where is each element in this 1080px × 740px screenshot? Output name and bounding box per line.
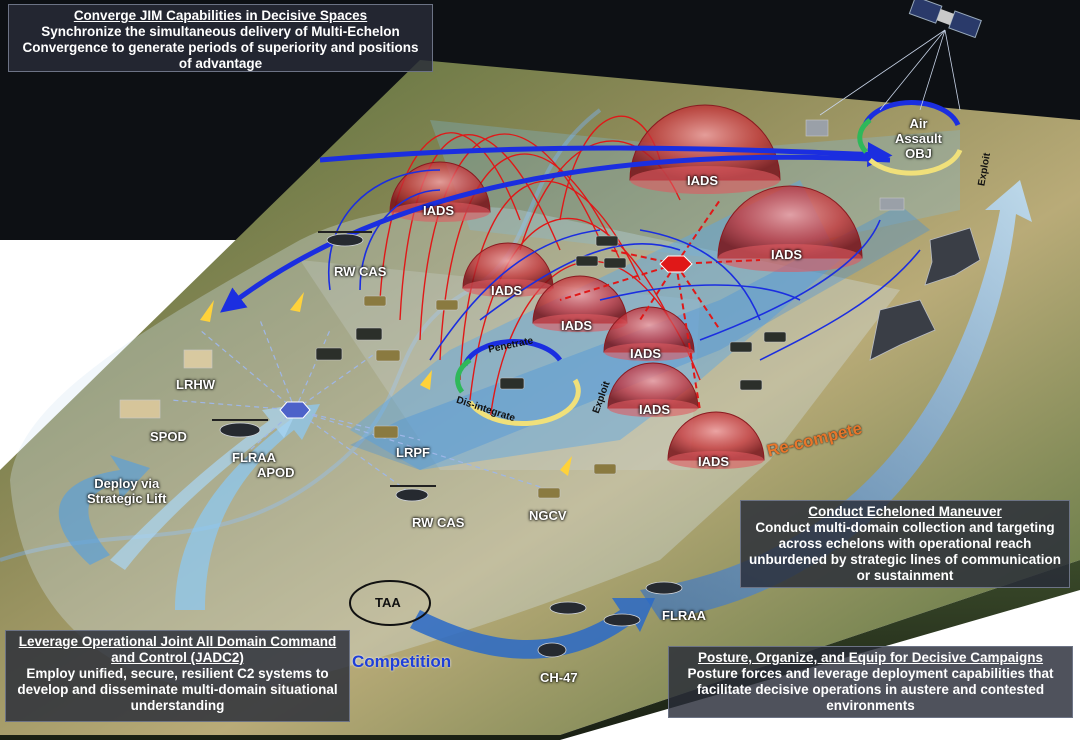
ch47-helicopter-icon [537, 642, 567, 658]
launcher-icon [805, 119, 829, 137]
panel-posture-body: Posture forces and leverage deployment c… [687, 666, 1054, 713]
rw-cas-label: RW CAS [412, 515, 465, 530]
lrpf-launcher-icon [373, 425, 399, 439]
missile-flash-icons [200, 292, 572, 476]
spod-label: SPOD [150, 429, 187, 444]
enemy-artillery-icon [729, 341, 753, 353]
convergence-cycle-center [455, 339, 581, 426]
ngcv-icon [593, 463, 617, 475]
lrhw-launcher-icon [183, 349, 213, 369]
iads-label: IADS [698, 454, 730, 469]
flraa-label: FLRAA [232, 450, 277, 465]
iads-label: IADS [639, 402, 671, 417]
panel-jadc2-body: Employ unified, secure, resilient C2 sys… [17, 666, 338, 713]
friendly-c2-node [279, 401, 311, 419]
panel-maneuver-title: Conduct Echeloned Maneuver [808, 504, 1002, 519]
flraa-helicopter-icon [219, 422, 261, 438]
enemy-c2-node [659, 255, 693, 273]
iads-label: IADS [561, 318, 593, 333]
iads-label: IADS [491, 283, 523, 298]
enemy-artillery-icon [603, 257, 627, 269]
river [0, 108, 602, 562]
tank-icon [315, 347, 343, 361]
competition-label: Competition [352, 652, 452, 671]
maneuver-arrows [220, 142, 893, 313]
taa-ellipse [349, 580, 431, 626]
iads-label: IADS [771, 247, 803, 262]
ship-icon [119, 399, 161, 419]
enemy-artillery-icon [739, 379, 763, 391]
lrhw-label: LRHW [176, 377, 215, 392]
lift-arrow-2 [110, 404, 300, 570]
enemy-artillery-icon [595, 235, 619, 247]
satellite-icon [908, 0, 982, 39]
rw-cas-label: RW CAS [334, 264, 387, 279]
launcher-icon [879, 197, 905, 211]
air-assault-objective-label: Air Assault OBJ [895, 116, 942, 161]
taa-arrow [410, 598, 655, 659]
flraa-helicopter-icon [645, 581, 683, 595]
panel-jadc2-title: Leverage Operational Joint All Domain Co… [18, 634, 337, 665]
fighter-jet-icons [869, 227, 981, 361]
panel-maneuver-body: Conduct multi-domain collection and targ… [748, 520, 1062, 583]
tank-icon [375, 349, 401, 362]
panel-jadc2: Leverage Operational Joint All Domain Co… [5, 630, 350, 722]
fighter-jet-icon [869, 299, 936, 361]
panel-converge: Converge JIM Capabilities in Decisive Sp… [8, 4, 433, 72]
enemy-artillery-icon [575, 255, 599, 267]
rw-cas-helicopter-icon [395, 488, 429, 502]
convergence-cycle-objective [857, 99, 963, 176]
tank-icon [499, 377, 525, 390]
panel-converge-body: Synchronize the simultaneous delivery of… [22, 24, 419, 71]
deploy-arrow-loop [58, 455, 150, 565]
iads-label: IADS [630, 346, 662, 361]
tank-icon [355, 327, 383, 341]
ch47-label: CH-47 [540, 670, 578, 685]
enemy-artillery-icon [763, 331, 787, 343]
satellite-links [819, 29, 961, 116]
ngcv-label: NGCV [529, 508, 567, 523]
deploy-label: Deploy via Strategic Lift [87, 476, 167, 506]
fighter-jet-icon [924, 227, 981, 286]
flraa-label: FLRAA [662, 608, 707, 623]
taa-label: TAA [375, 595, 401, 610]
apod-label: APOD [257, 465, 295, 480]
tank-icon [435, 299, 459, 311]
lrpf-label: LRPF [396, 445, 430, 460]
lift-arrow [175, 404, 320, 610]
panel-maneuver: Conduct Echeloned Maneuver Conduct multi… [740, 500, 1070, 588]
flraa-helicopter-icon [549, 601, 587, 615]
flraa-helicopter-icon [603, 613, 641, 627]
panel-converge-title: Converge JIM Capabilities in Decisive Sp… [73, 8, 368, 23]
unit-icons [119, 119, 905, 499]
iads-label: IADS [423, 203, 455, 218]
helicopter-icons [212, 231, 683, 658]
strike-lines [327, 169, 921, 361]
panel-posture-title: Posture, Organize, and Equip for Decisiv… [697, 650, 1044, 665]
panel-posture: Posture, Organize, and Equip for Decisiv… [668, 646, 1073, 718]
rw-cas-helicopter-icon [326, 233, 364, 247]
tank-icon [363, 295, 387, 307]
iads-label: IADS [687, 173, 719, 188]
ngcv-icon [537, 487, 561, 499]
